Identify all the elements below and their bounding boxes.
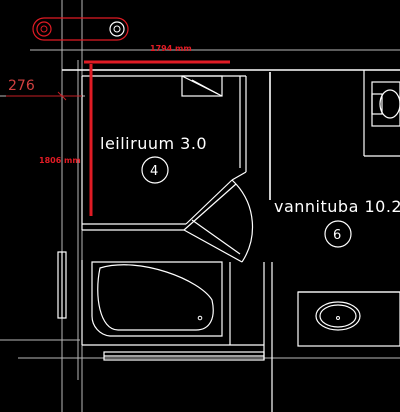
dimension-top-label: 1794 mm <box>150 44 192 53</box>
window-left <box>57 251 67 319</box>
sauna-heater <box>181 75 223 97</box>
bathtub <box>91 261 223 337</box>
toilet <box>371 81 400 127</box>
room-number-bathroom: 6 <box>333 228 341 243</box>
window-bottom <box>103 351 265 361</box>
dimension-offset-label: 276 <box>8 78 35 94</box>
room-name-sauna: leiliruum 3.0 <box>100 134 207 153</box>
dimension-left-label: 1806 mm <box>39 156 81 165</box>
room-name-bathroom: vannituba 10.2 <box>274 197 400 216</box>
room-number-sauna: 4 <box>150 164 158 179</box>
pipe-symbol <box>32 17 129 41</box>
room-number-circle-bathroom <box>324 220 352 248</box>
walls <box>62 69 400 412</box>
room-number-circle-sauna <box>141 156 169 184</box>
dimension-lines <box>6 60 230 216</box>
washbasin <box>297 291 400 347</box>
